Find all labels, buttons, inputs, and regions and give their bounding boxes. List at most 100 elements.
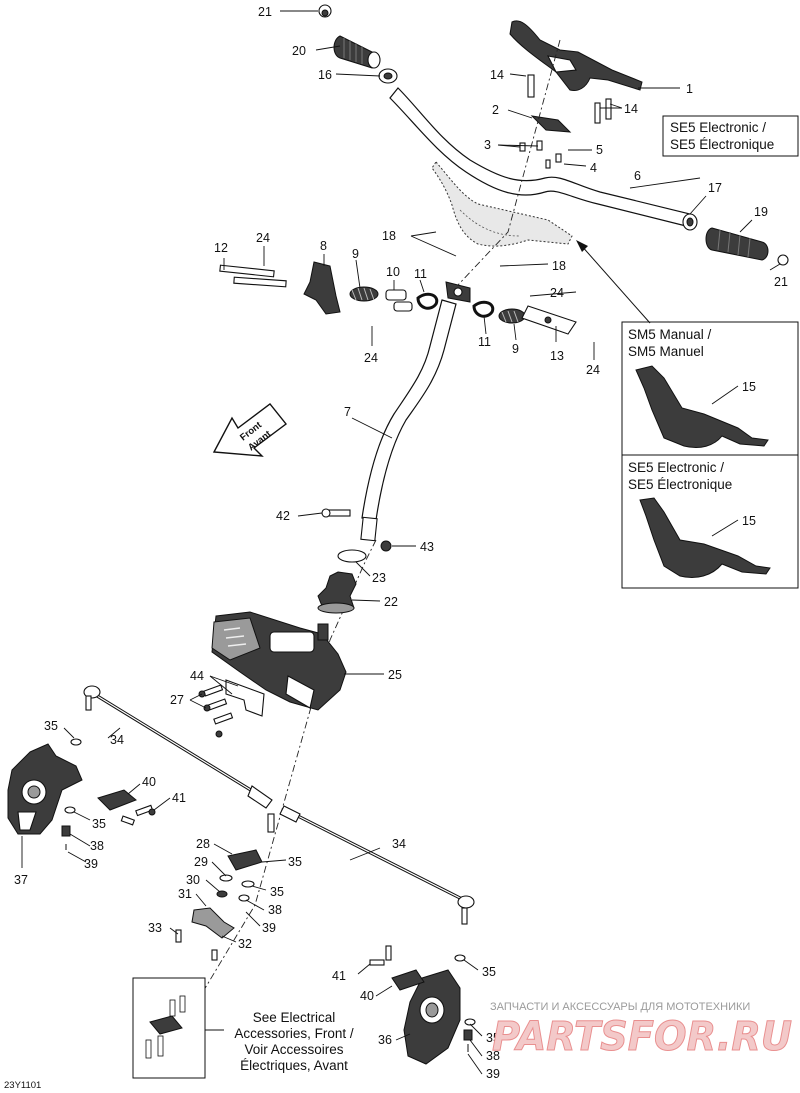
se5-label-2: SE5 Électronique <box>628 477 732 492</box>
callout-numbers: 21 20 16 14 1 2 14 3 5 4 6 17 19 21 18 1… <box>14 5 788 1081</box>
callout-24: 24 <box>550 286 564 300</box>
svg-text:SE5 Électronique: SE5 Électronique <box>670 137 774 152</box>
callout-39: 39 <box>486 1067 500 1081</box>
callout-7: 7 <box>344 405 351 419</box>
bracket-8 <box>219 261 341 315</box>
callout-12: 12 <box>214 241 228 255</box>
se5-box-top: SE5 Electronic / SE5 Électronique <box>662 115 799 157</box>
center-axis-lower <box>179 539 377 1061</box>
callout-41: 41 <box>332 969 346 983</box>
callout-8: 8 <box>320 239 327 253</box>
callout-35: 35 <box>270 885 284 899</box>
nut-38-left <box>61 825 71 850</box>
bolt-42 <box>321 508 351 518</box>
callout-21: 21 <box>258 5 272 19</box>
callout-22: 22 <box>384 595 398 609</box>
handlebar-tube <box>389 87 691 227</box>
tie-rod-right <box>279 805 475 925</box>
bushing-10 <box>385 289 413 312</box>
grip-left <box>333 35 381 69</box>
spring-9-right <box>498 308 526 324</box>
washer-16 <box>378 68 398 84</box>
bolts-27 <box>198 684 234 738</box>
end-cap-right <box>777 254 789 266</box>
ring-23 <box>337 549 367 563</box>
callout-5: 5 <box>596 143 603 157</box>
callout-11: 11 <box>414 267 427 281</box>
handlebar-clamp-upper <box>509 20 643 91</box>
callout-41: 41 <box>172 791 186 805</box>
handlebar-clamp-lower <box>530 115 572 133</box>
grip-right <box>705 227 769 261</box>
front-arrow: Front Avant <box>212 403 287 457</box>
callout-35: 35 <box>92 817 106 831</box>
callout-1: 1 <box>686 82 693 96</box>
diagram-code: 23Y1101 <box>4 1080 41 1091</box>
spindle-right <box>403 969 461 1065</box>
tie-rod-left <box>83 685 273 809</box>
cover-sm5 <box>635 365 769 449</box>
se5-label-1: SE5 Electronic / <box>628 460 724 475</box>
callout-34: 34 <box>110 733 124 747</box>
small-fasteners <box>519 140 562 169</box>
callout-29: 29 <box>194 855 208 869</box>
callout-39: 39 <box>84 857 98 871</box>
callout-32: 32 <box>238 937 252 951</box>
callout-19: 19 <box>754 205 768 219</box>
callout-15: 15 <box>742 514 756 528</box>
end-cap-left <box>318 4 332 18</box>
callout-38: 38 <box>90 839 104 853</box>
bracket-44 <box>225 679 265 717</box>
callout-40: 40 <box>142 775 156 789</box>
callout-39: 39 <box>262 921 276 935</box>
callout-25: 25 <box>388 668 402 682</box>
callout-24: 24 <box>586 363 600 377</box>
callout-14: 14 <box>490 68 504 82</box>
sm5-label-1: SM5 Manual / <box>628 327 712 342</box>
callout-35: 35 <box>482 965 496 979</box>
spring-9-left <box>349 286 379 302</box>
callout-16: 16 <box>318 68 332 82</box>
callout-6: 6 <box>634 169 641 183</box>
callout-21: 21 <box>774 275 788 289</box>
watermark: ЗАПЧАСТИ И АКСЕССУАРЫ ДЛЯ МОТОТЕХНИКИ PA… <box>490 1001 793 1061</box>
watermark-tagline: ЗАПЧАСТИ И АКСЕССУАРЫ ДЛЯ МОТОТЕХНИКИ <box>490 1001 750 1013</box>
variant-pointer <box>579 243 651 324</box>
sm5-label-2: SM5 Manuel <box>628 344 704 359</box>
steering-unit-25 <box>211 611 347 711</box>
callout-44: 44 <box>190 669 204 683</box>
svg-text:SE5 Electronic /: SE5 Electronic / <box>670 120 766 135</box>
callout-17: 17 <box>708 181 722 195</box>
callout-42: 42 <box>276 509 290 523</box>
link-40-right <box>369 945 425 991</box>
callout-37: 37 <box>14 873 28 887</box>
pitman-arm <box>175 813 275 961</box>
callout-35: 35 <box>44 719 58 733</box>
callout-9: 9 <box>512 342 519 356</box>
callout-11: 11 <box>478 335 491 349</box>
callout-43: 43 <box>420 540 434 554</box>
callout-13: 13 <box>550 349 564 363</box>
callout-4: 4 <box>590 161 597 175</box>
svg-text:See Electrical: See Electrical <box>253 1010 336 1025</box>
svg-text:Accessories, Front /: Accessories, Front / <box>234 1026 354 1041</box>
svg-text:Voir Accessoires: Voir Accessoires <box>244 1042 343 1057</box>
bolts-14 <box>527 74 612 124</box>
callout-24: 24 <box>256 231 270 245</box>
callout-40: 40 <box>360 989 374 1003</box>
callout-14: 14 <box>624 102 638 116</box>
callout-3: 3 <box>484 138 491 152</box>
callout-27: 27 <box>170 693 184 707</box>
callout-30: 30 <box>186 873 200 887</box>
callout-36: 36 <box>378 1033 392 1047</box>
callout-2: 2 <box>492 103 499 117</box>
washers-35 <box>64 738 476 1026</box>
callout-35: 35 <box>288 855 302 869</box>
callout-23: 23 <box>372 571 386 585</box>
nut-38-right <box>463 1029 473 1052</box>
cover-se5 <box>639 497 771 578</box>
spindle-left <box>7 743 83 835</box>
handlebar-cover <box>431 161 573 247</box>
clip-11-right <box>472 300 495 318</box>
